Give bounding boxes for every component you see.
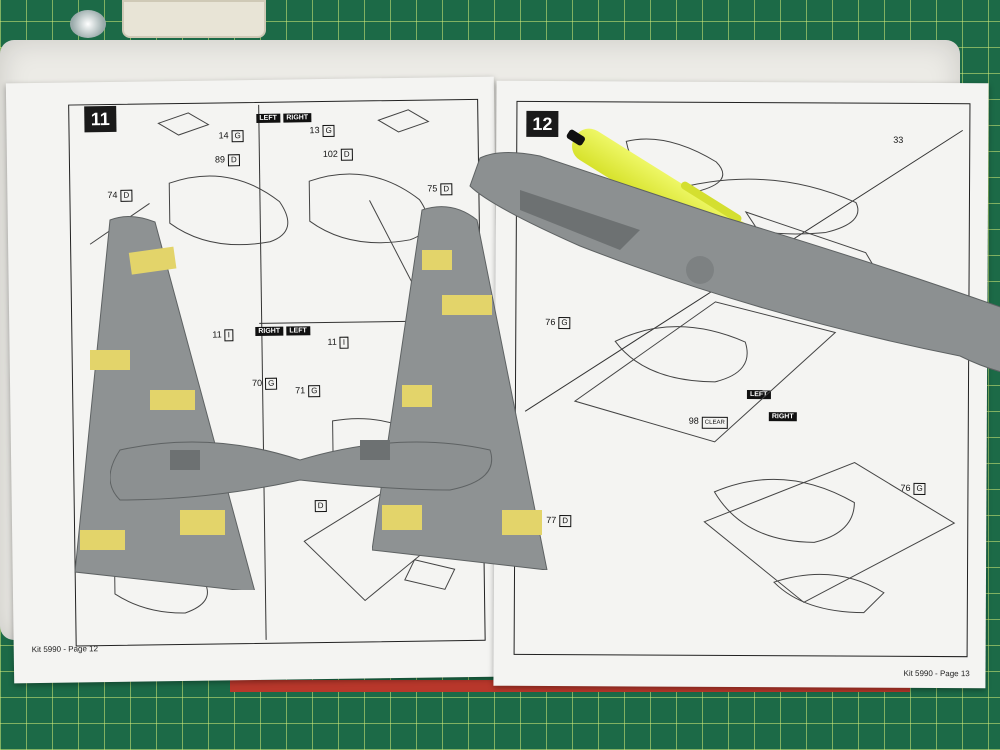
- right-wing-model: [372, 206, 548, 570]
- diamond-ring: [70, 10, 106, 38]
- glue-bottle: [122, 0, 266, 38]
- left-wing-model: [74, 216, 255, 590]
- fuselage-model: [469, 152, 1000, 373]
- page-footer: Kit 5990 - Page 13: [903, 668, 970, 679]
- wing-center-section-model: [110, 440, 492, 501]
- page-footer: Kit 5990 - Page 12: [31, 644, 99, 655]
